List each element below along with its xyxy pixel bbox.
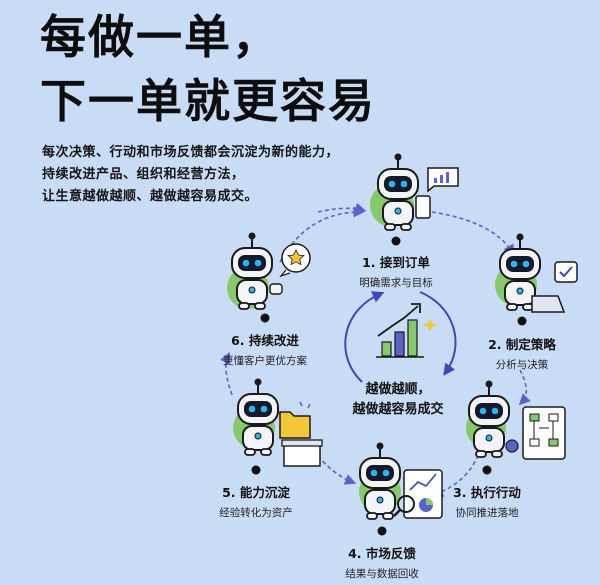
step-3-label: 3. 执行行动 协同推进落地 — [422, 482, 552, 520]
robot-step-5 — [233, 377, 323, 467]
laptop-icon — [531, 295, 566, 313]
subtitle-line-1: 每次决策、行动和市场反馈都会沉淀为新的能力， — [42, 145, 340, 160]
arrow-4-to-5 — [317, 455, 357, 485]
arrow-5-to-6 — [220, 351, 233, 396]
page-title-line-1: 每做一单， — [40, 10, 280, 64]
gear-icon — [505, 439, 519, 453]
center-caption-line-1: 越做越顺， — [365, 382, 431, 397]
step-2-label: 2. 制定策略 分析与决策 — [457, 334, 587, 372]
step-3-title: 3. 执行行动 — [453, 485, 521, 500]
robot-step-4 — [359, 441, 443, 520]
sparkle-icon — [423, 318, 437, 332]
check-bubble-icon — [554, 261, 578, 283]
robot-step-2 — [495, 232, 578, 313]
arrow-1-to-2 — [431, 211, 515, 256]
page-title-line-2: 下一单就更容易 — [40, 74, 376, 128]
thumbs-up-icon — [269, 283, 283, 295]
arrow-3-to-4 — [431, 454, 479, 497]
step-5-title: 5. 能力沉淀 — [222, 485, 290, 500]
node-dot-5 — [251, 465, 261, 475]
node-dot-6 — [260, 313, 270, 323]
step-6-title: 6. 持续改进 — [231, 333, 299, 348]
step-5-desc: 经验转化为资产 — [219, 507, 293, 519]
node-dot-1 — [391, 236, 401, 246]
step-2-title: 2. 制定策略 — [488, 337, 556, 352]
inner-arrow-left — [344, 291, 385, 383]
step-4-label: 4. 市场反馈 结果与数据回收 — [317, 543, 447, 581]
node-dot-2 — [517, 316, 527, 326]
center-caption-line-2: 越做越容易成交 — [352, 402, 444, 417]
step-3-desc: 协同推进落地 — [455, 507, 519, 519]
magnifier-icon — [397, 495, 415, 513]
growth-chart-icon — [376, 303, 437, 358]
step-6-label: 6. 持续改进 更懂客户更优方案 — [200, 330, 330, 368]
subtitle-line-3: 让生意越做越顺、越做越容易成交。 — [42, 189, 259, 204]
step-5-label: 5. 能力沉淀 经验转化为资产 — [191, 482, 321, 520]
arrow-2-to-3 — [518, 369, 531, 406]
subtitle-line-2: 持续改进产品、组织和经营方法， — [42, 167, 245, 182]
robot-step-3 — [466, 379, 566, 460]
folder-icon — [279, 411, 311, 439]
step-4-desc: 结果与数据回收 — [345, 568, 419, 580]
step-4-title: 4. 市场反馈 — [348, 546, 416, 561]
clipboard-icon — [415, 195, 431, 219]
node-dot-4 — [377, 526, 387, 536]
inner-arrow-right — [419, 291, 457, 376]
step-6-desc: 更懂客户更优方案 — [223, 355, 307, 367]
step-1-label: 1. 接到订单 明确需求与目标 — [331, 252, 461, 290]
robot-step-1 — [370, 152, 459, 231]
step-2-desc: 分析与决策 — [495, 359, 549, 371]
step-1-desc: 明确需求与目标 — [359, 277, 433, 289]
flowchart-board-icon — [522, 406, 566, 460]
step-1-title: 1. 接到订单 — [362, 255, 430, 270]
node-dot-3 — [482, 465, 492, 475]
archive-box-icon — [283, 443, 321, 467]
robot-step-6 — [227, 231, 311, 310]
